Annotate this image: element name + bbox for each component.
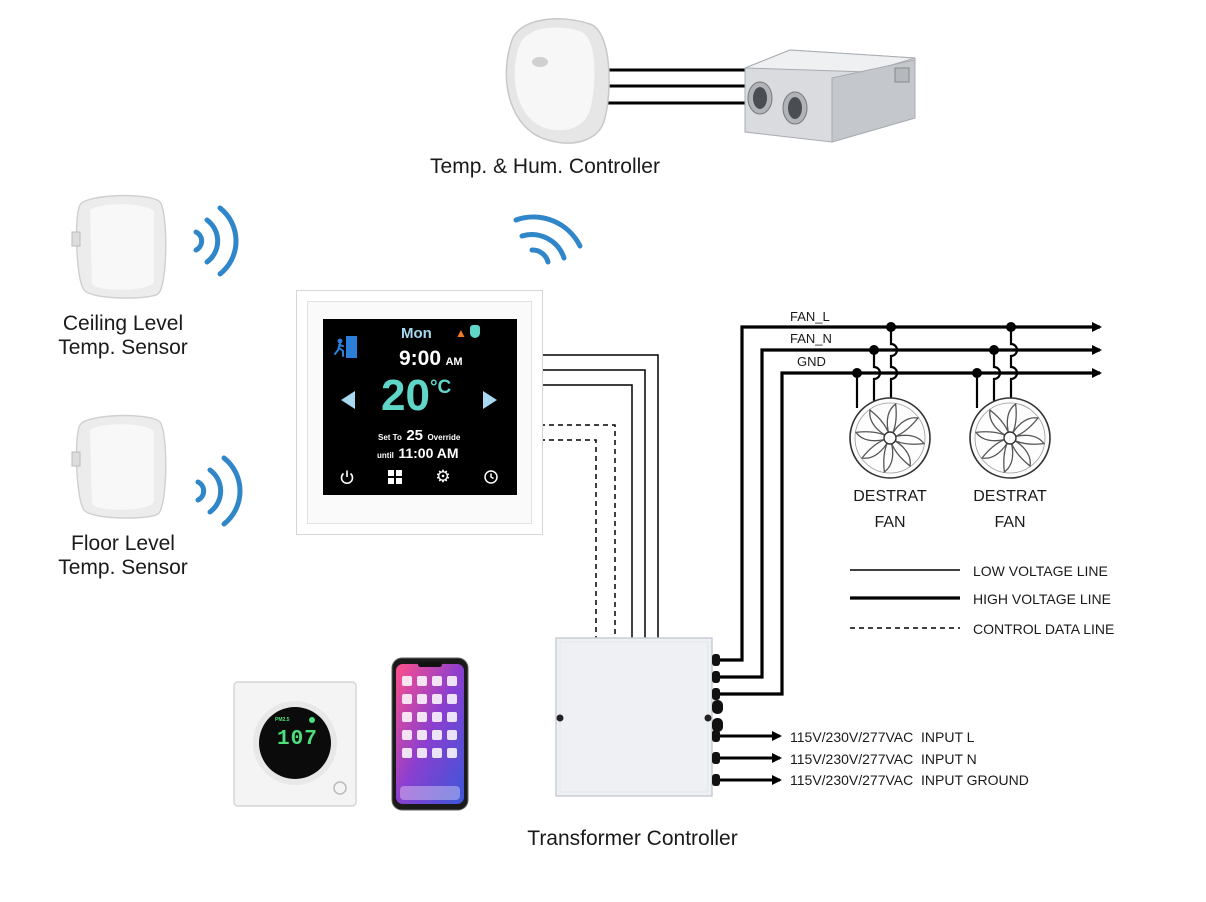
legend-control-data-label: CONTROL DATA LINE: [973, 621, 1115, 637]
until-label: until: [377, 451, 394, 460]
input-n-label: 115V/230V/277VAC INPUT N: [790, 751, 977, 767]
bus-label-fan-n: FAN_N: [790, 331, 832, 346]
temp-hum-controller-device: [505, 18, 610, 144]
menu-grid-icon[interactable]: [387, 469, 403, 485]
legend-low-voltage-label: LOW VOLTAGE LINE: [973, 563, 1108, 579]
wall-sensor-tag: PM2.5: [275, 717, 290, 723]
fan-1-label-line1: DESTRAT: [853, 488, 927, 505]
thermostat-day: Mon: [401, 325, 432, 342]
fan-1-label: DESTRAT FAN: [840, 488, 940, 533]
current-temperature: 20°C: [381, 371, 451, 421]
destrat-fan-1: [849, 397, 931, 479]
floor-sensor-label-line2: Temp. Sensor: [58, 556, 188, 580]
floor-sensor-label: Floor Level Temp. Sensor: [30, 532, 216, 580]
input-n-voltage: 115V/230V/277VAC: [790, 751, 914, 767]
setpoint-row: Set To 25 Override: [378, 427, 460, 445]
ceiling-wifi-icon: [193, 205, 239, 277]
temperature-value: 20: [381, 371, 430, 420]
bus-label-fan-l: FAN_L: [790, 309, 830, 324]
floor-wifi-icon: [195, 455, 243, 527]
fan-1-drops: [855, 327, 899, 409]
setpoint-value: 25: [406, 427, 423, 444]
fan-2-label-line1: DESTRAT: [973, 488, 1047, 505]
thermostat-solid-wires: [540, 354, 659, 640]
input-wires: [712, 731, 782, 785]
wall-sensor-device: [233, 681, 357, 807]
decrease-temp-arrow-icon[interactable]: [341, 391, 355, 409]
legend-high-voltage-label: HIGH VOLTAGE LINE: [973, 591, 1111, 607]
destrat-fan-2: [969, 397, 1051, 479]
phone-app-grid: [400, 676, 460, 800]
thermostat-wifi-icon: [513, 214, 583, 265]
temperature-unit: °C: [429, 377, 452, 398]
thermostat-screen: Mon ▲ 9:00 AM 20°C Set To 25 Override un…: [323, 319, 517, 495]
override-label: Override: [427, 433, 461, 442]
fan-2-label: DESTRAT FAN: [960, 488, 1060, 533]
thermostat-control-data-wires: [540, 424, 616, 640]
ceiling-sensor-device: [71, 194, 167, 299]
bus-label-gnd: GND: [797, 354, 826, 369]
power-icon[interactable]: [339, 469, 355, 485]
input-l-name: INPUT L: [921, 729, 975, 745]
exit-door-icon[interactable]: [333, 334, 359, 360]
input-n-name: INPUT N: [921, 751, 977, 767]
duct-wires: [590, 68, 750, 105]
thermostat-time: 9:00 AM: [399, 347, 463, 371]
timer-icon[interactable]: [483, 469, 499, 485]
wall-sensor-reading: 107: [277, 728, 318, 751]
ceiling-sensor-label: Ceiling Level Temp. Sensor: [30, 312, 216, 360]
hand-override-icon: [470, 325, 480, 338]
input-l-voltage: 115V/230V/277VAC: [790, 729, 914, 745]
transformer-controller-box: [555, 637, 723, 797]
duct-unit-device: [744, 49, 916, 143]
input-ground-name: INPUT GROUND: [921, 772, 1029, 788]
thermostat-device: Mon ▲ 9:00 AM 20°C Set To 25 Override un…: [296, 290, 543, 535]
transformer-controller-label: Transformer Controller: [527, 827, 738, 850]
ceiling-sensor-label-line1: Ceiling Level: [62, 312, 184, 335]
input-ground-label: 115V/230V/277VAC INPUT GROUND: [790, 772, 1029, 788]
clock-time: 9:00: [399, 347, 442, 370]
input-ground-voltage: 115V/230V/277VAC: [790, 772, 914, 788]
ceiling-sensor-label-line2: Temp. Sensor: [58, 336, 188, 360]
fan-bus-wires: [712, 322, 1102, 696]
increase-temp-arrow-icon[interactable]: [483, 391, 497, 409]
floor-sensor-label-line1: Floor Level: [71, 532, 175, 555]
gear-icon[interactable]: ⚙: [435, 467, 451, 486]
legend-lines: [850, 569, 960, 629]
fan-2-label-line2: FAN: [994, 514, 1026, 532]
temp-hum-controller-label: Temp. & Hum. Controller: [430, 155, 660, 178]
until-time: 11:00 AM: [398, 445, 459, 461]
set-to-label: Set To: [378, 433, 402, 442]
input-l-label: 115V/230V/277VAC INPUT L: [790, 729, 974, 745]
fan-2-drops: [975, 327, 1019, 409]
clock-ampm: AM: [445, 356, 463, 368]
fan-1-label-line2: FAN: [874, 514, 906, 532]
heating-flame-icon: ▲: [455, 326, 467, 340]
until-row: until 11:00 AM: [377, 445, 459, 463]
floor-sensor-device: [71, 414, 167, 519]
